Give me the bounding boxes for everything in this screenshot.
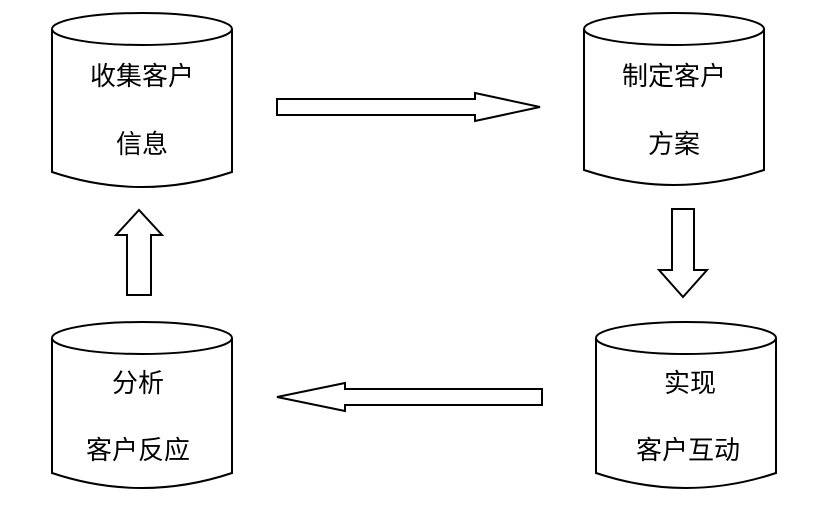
node-plan: 制定客户 方案 <box>583 12 765 186</box>
node-plan-line-2: 方案 <box>648 130 700 160</box>
node-interact-line-1: 实现 <box>664 369 716 399</box>
arrow-left <box>276 381 543 413</box>
node-plan-line-1: 制定客户 <box>622 62 726 92</box>
node-analyze-line-1: 分析 <box>112 369 164 399</box>
node-analyze: 分析 客户反应 <box>51 321 233 489</box>
node-interact-line-2: 客户互动 <box>636 436 740 466</box>
node-interact: 实现 客户互动 <box>595 321 777 489</box>
arrow-down <box>656 208 710 299</box>
node-collect: 收集客户 信息 <box>51 12 233 188</box>
arrow-right <box>276 91 541 123</box>
arrow-up <box>113 208 165 296</box>
node-analyze-line-2: 客户反应 <box>86 436 190 466</box>
node-collect-line-1: 收集客户 <box>90 62 194 92</box>
node-collect-line-2: 信息 <box>116 130 168 160</box>
